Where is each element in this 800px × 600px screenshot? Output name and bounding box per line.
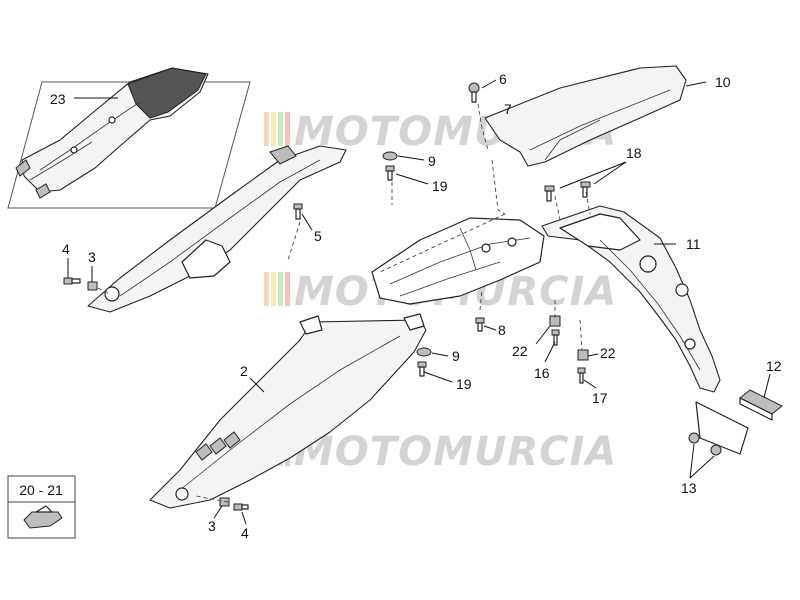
hardware-washer-9-bottom xyxy=(416,347,432,357)
callout-4-left: 4 xyxy=(62,241,70,257)
hardware-nuts-13 xyxy=(688,432,722,456)
hardware-screw-19-bottom xyxy=(417,361,427,377)
callout-2: 2 xyxy=(240,363,248,379)
hardware-screw-8 xyxy=(475,317,485,332)
hardware-bushing-3-left xyxy=(87,281,98,291)
part-12-reflector xyxy=(739,389,783,421)
callout-22-left: 22 xyxy=(512,343,528,359)
callout-19-top: 19 xyxy=(432,178,448,194)
part-23-underseat-tray xyxy=(7,67,251,209)
part-center-tray xyxy=(371,217,545,305)
callout-18: 18 xyxy=(626,145,642,161)
callout-11: 11 xyxy=(686,236,701,252)
part-10-tail-cover xyxy=(484,65,687,167)
callout-4-bottom: 4 xyxy=(241,525,249,541)
hardware-screw-5 xyxy=(293,203,303,220)
svg-text:MOTOMURCIA: MOTOMURCIA xyxy=(294,429,617,475)
callout-labels: 23 6 7 10 9 19 18 5 4 3 11 8 22 16 22 17… xyxy=(50,71,782,541)
callout-7: 7 xyxy=(504,101,512,117)
hardware-bolt-17 xyxy=(577,367,586,384)
assembly-lines xyxy=(97,103,591,503)
callout-22-right: 22 xyxy=(600,345,616,361)
part-11-plate-holder xyxy=(541,205,749,455)
leader-lines xyxy=(67,79,771,525)
callout-3-left: 3 xyxy=(88,249,96,265)
callout-16: 16 xyxy=(534,365,550,381)
inset-label: 20 - 21 xyxy=(19,482,63,498)
callout-12: 12 xyxy=(766,358,782,374)
callout-23: 23 xyxy=(50,91,66,107)
callout-19-bottom: 19 xyxy=(456,376,472,392)
hardware-screws-18 xyxy=(544,181,591,202)
hardware-screw-4-left xyxy=(63,277,81,285)
callout-9-bottom: 9 xyxy=(452,348,460,364)
hardware-bushing-3-bottom xyxy=(219,497,230,507)
clip-icon xyxy=(23,505,63,529)
watermark-bottom: MOTOMURCIA xyxy=(264,429,617,475)
callout-3-bottom: 3 xyxy=(208,518,216,534)
callout-17: 17 xyxy=(592,390,608,406)
callout-8: 8 xyxy=(498,322,506,338)
hardware-screw-19-top xyxy=(385,165,395,181)
callout-6: 6 xyxy=(499,71,507,87)
hardware-spacer-22-right xyxy=(577,349,589,361)
hardware-bolt-16 xyxy=(551,329,560,346)
callout-10: 10 xyxy=(715,74,731,90)
hardware-washer-9-top xyxy=(382,151,398,161)
inset-20-21: 20 - 21 xyxy=(7,475,76,539)
callout-13: 13 xyxy=(681,480,697,496)
callout-5: 5 xyxy=(314,228,322,244)
side-panel-vents xyxy=(195,431,241,461)
hardware-screw-6 xyxy=(468,82,480,103)
callout-9-top: 9 xyxy=(428,153,436,169)
part-side-rail xyxy=(87,145,347,313)
hardware-screw-4-bottom xyxy=(233,503,249,511)
part-2-side-panel xyxy=(149,313,427,509)
